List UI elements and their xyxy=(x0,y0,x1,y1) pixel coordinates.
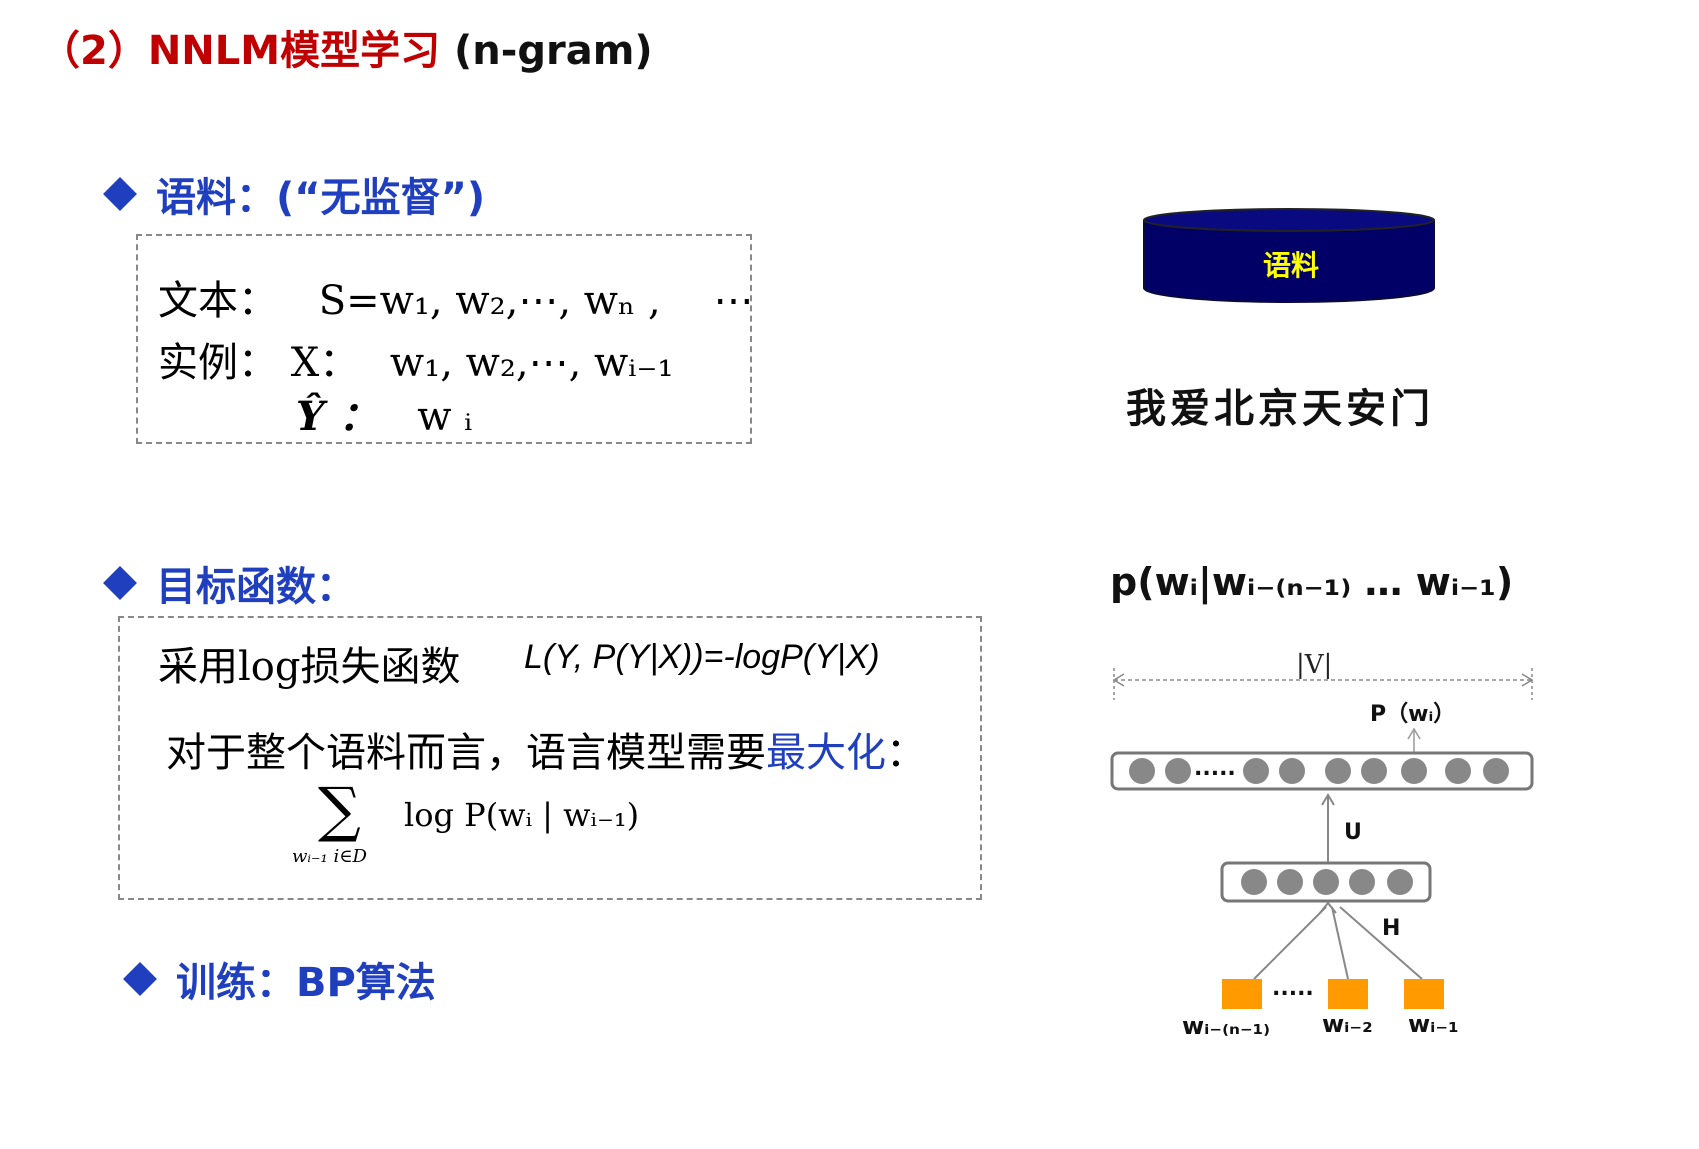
output-label: P（wᵢ） xyxy=(1370,702,1456,727)
h-connection xyxy=(1253,906,1327,980)
x-sequence: w₁, w₂,⋯, wᵢ₋₁ xyxy=(389,340,674,386)
hidden-neuron xyxy=(1313,869,1339,895)
output-neuron xyxy=(1325,758,1351,784)
network-diagram xyxy=(1110,727,1534,1009)
hidden-neuron xyxy=(1387,869,1413,895)
training-bullet: 训练：BP算法 xyxy=(123,950,436,1008)
output-arrowhead xyxy=(1407,727,1421,740)
input-node xyxy=(1328,979,1368,1009)
output-neuron xyxy=(1361,758,1387,784)
training-bullet-text: 训练：BP算法 xyxy=(176,960,436,1006)
hidden-neuron xyxy=(1349,869,1375,895)
diamond-icon xyxy=(123,962,157,996)
vocab-label: |V| xyxy=(1296,650,1333,680)
output-neuron xyxy=(1279,758,1305,784)
loss-formula: L(Y, P(Y|X))=-logP(Y|X) xyxy=(524,638,880,676)
h-arrowhead xyxy=(1319,901,1337,914)
h-connection xyxy=(1339,906,1423,980)
y-label: Ŷ ： xyxy=(296,393,379,440)
title-suffix: (n-gram) xyxy=(454,28,653,74)
u-label: U xyxy=(1344,820,1362,845)
maximize-emphasis: 最大化 xyxy=(766,730,886,776)
h-label: H xyxy=(1382,916,1401,941)
input-label-first: wᵢ₋₍ₙ₋₁₎ xyxy=(1182,1012,1271,1040)
maximize-suffix: ： xyxy=(886,730,926,776)
hidden-neuron xyxy=(1277,869,1303,895)
u-arrowhead xyxy=(1321,793,1335,806)
vocab-dimension xyxy=(1112,668,1534,700)
input-label-second: wᵢ₋₂ xyxy=(1322,1010,1373,1038)
database-label: 语料 xyxy=(1262,249,1319,282)
input-label-third: wᵢ₋₁ xyxy=(1408,1010,1459,1038)
input-node xyxy=(1222,979,1262,1009)
output-layer xyxy=(1110,751,1534,791)
y-value: w ᵢ xyxy=(417,394,473,440)
sum-symbol: ∑ xyxy=(318,775,361,845)
instance-label: 实例： xyxy=(158,340,278,386)
page-title: （2）NNLM模型学习 (n-gram) xyxy=(40,18,653,76)
output-neuron xyxy=(1483,758,1509,784)
sum-body: log P(wᵢ | wᵢ₋₁) xyxy=(404,796,640,834)
corpus-database xyxy=(1143,208,1435,303)
objective-bullet: 目标函数： xyxy=(103,554,356,612)
text-sequence: S=w₁, w₂,⋯, wₙ , xyxy=(318,278,661,324)
database-top xyxy=(1143,208,1435,232)
title-main: （2）NNLM模型学习 xyxy=(40,28,441,74)
output-dots: ..... xyxy=(1194,756,1236,781)
diamond-icon xyxy=(103,566,137,600)
hidden-neuron xyxy=(1241,869,1267,895)
database-body xyxy=(1143,220,1435,303)
input-node xyxy=(1404,979,1444,1009)
corpus-bullet-text: 语料：(“无监督”) xyxy=(156,175,486,221)
output-neuron xyxy=(1165,758,1191,784)
objective-bullet-text: 目标函数： xyxy=(156,564,356,610)
output-neuron xyxy=(1243,758,1269,784)
instance-row: 实例： X： w₁, w₂,⋯, wᵢ₋₁ xyxy=(158,330,673,388)
output-neuron xyxy=(1445,758,1471,784)
x-label: X： xyxy=(290,340,360,386)
y-row: Ŷ ： w ᵢ xyxy=(296,384,472,442)
text-dots: ⋯ xyxy=(713,278,754,324)
diamond-icon xyxy=(103,177,137,211)
output-neuron xyxy=(1129,758,1155,784)
text-row: 文本： S=w₁, w₂,⋯, wₙ , ⋯ xyxy=(158,268,753,326)
objective-box xyxy=(118,616,982,900)
probability-title: p(wᵢ|wᵢ₋₍ₙ₋₁₎ … wᵢ₋₁) xyxy=(1110,560,1514,604)
corpus-box xyxy=(136,234,752,444)
corpus-sentence: 我爱北京天安门 xyxy=(1126,386,1434,432)
corpus-bullet: 语料：(“无监督”) xyxy=(103,165,486,223)
h-connection xyxy=(1331,906,1349,980)
loss-text: 采用log损失函数 xyxy=(158,644,461,690)
text-label: 文本： xyxy=(158,278,278,324)
maximize-row: 对于整个语料而言，语言模型需要最大化： xyxy=(166,720,926,778)
sum-subscript: wᵢ₋₁ i∈D xyxy=(292,846,367,867)
input-dots: ..... xyxy=(1272,976,1314,1001)
output-neuron xyxy=(1401,758,1427,784)
maximize-prefix: 对于整个语料而言，语言模型需要 xyxy=(166,730,766,776)
